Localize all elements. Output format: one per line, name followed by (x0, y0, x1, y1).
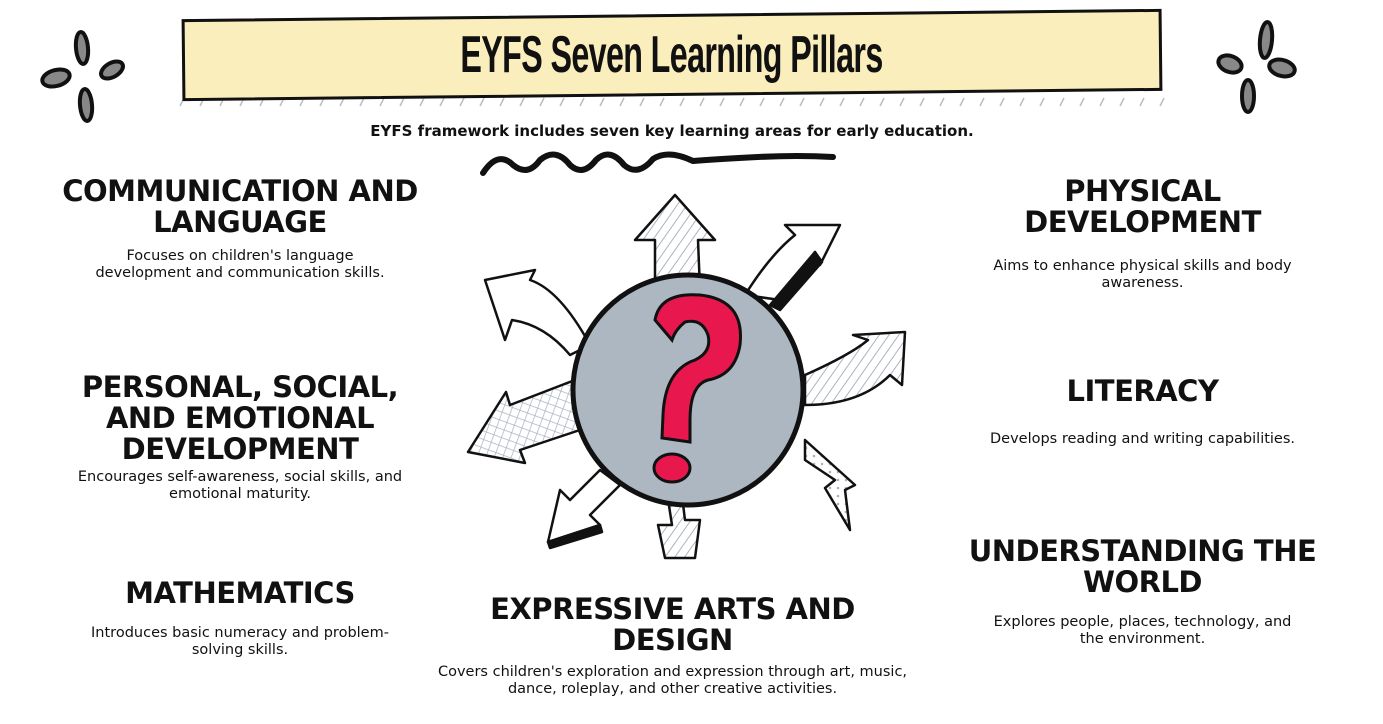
hatch-line (679, 97, 685, 107)
subtitle: EYFS framework includes seven key learni… (370, 122, 974, 140)
hatch-line (699, 97, 705, 107)
hatch-line (499, 97, 505, 107)
pillar-title-literacy: Literacy (1066, 374, 1219, 408)
hatch-line (459, 97, 465, 107)
hatch-line (619, 97, 625, 107)
hatch-line (739, 97, 745, 107)
hatch-line (519, 97, 525, 107)
hatch-line (979, 97, 985, 107)
page-title-container: EYFS Seven Learning Pillars (182, 14, 1162, 96)
pillar-desc-literacy: Develops reading and writing capabilitie… (989, 431, 1296, 447)
hatch-line (419, 97, 425, 107)
hatch-line (579, 97, 585, 107)
pillar-expressive-arts: Expressive Arts and Design Covers childr… (430, 594, 915, 698)
pillar-physical: Physical Development Aims to enhance phy… (945, 176, 1340, 292)
hatch-line (1119, 97, 1125, 107)
hatch-line (779, 97, 785, 107)
pillar-desc-communication: Focuses on children's language developme… (95, 248, 385, 281)
pillar-understanding-world: Understanding the World Explores people,… (945, 536, 1340, 648)
hatch-line (959, 97, 965, 107)
hatch-line (719, 97, 725, 107)
pillar-desc-physical: Aims to enhance physical skills and body… (993, 258, 1292, 291)
sparkle-right-icon (1216, 20, 1297, 114)
pillar-title-psed: Personal, Social, and Emotional Developm… (81, 370, 399, 466)
pillar-mathematics: Mathematics Introduces basic numeracy an… (45, 578, 435, 659)
page-title: EYFS Seven Learning Pillars (460, 26, 884, 84)
hatch-line (1159, 97, 1165, 107)
hatch-line (899, 97, 905, 107)
hatch-line (539, 97, 545, 107)
hatch-line (659, 97, 665, 107)
pillar-title-mathematics: Mathematics (125, 576, 355, 610)
hatch-line (599, 97, 605, 107)
hatch-line (1059, 97, 1065, 107)
banner-hatching (179, 97, 1165, 107)
hatch-line (1019, 97, 1025, 107)
pillar-literacy: Literacy Develops reading and writing ca… (945, 376, 1340, 448)
arrow-up-left (483, 268, 592, 357)
question-arrows-diagram (466, 193, 907, 560)
sparkle-left-icon (40, 30, 125, 123)
pillar-desc-psed: Encourages self-awareness, social skills… (77, 469, 403, 502)
squiggle-divider (480, 151, 836, 176)
pillar-desc-expressive-arts: Covers children's exploration and expres… (437, 664, 908, 697)
hatch-line (1099, 97, 1105, 107)
pillar-title-communication: Communication and Language (62, 174, 418, 239)
hatch-line (939, 97, 945, 107)
pillar-desc-understanding-world: Explores people, places, technology, and… (993, 614, 1292, 647)
hatch-line (1039, 97, 1045, 107)
hatch-line (379, 97, 385, 107)
hatch-line (1139, 97, 1145, 107)
hatch-line (819, 97, 825, 107)
hatch-line (639, 97, 645, 107)
pillar-title-understanding-world: Understanding the World (968, 534, 1317, 599)
pillar-title-expressive-arts: Expressive Arts and Design (490, 592, 855, 657)
pillar-desc-mathematics: Introduces basic numeracy and problem-so… (91, 625, 389, 658)
hatch-line (839, 97, 845, 107)
hatch-line (859, 97, 865, 107)
hatch-line (439, 97, 445, 107)
arrow-down-right (803, 438, 857, 532)
hatch-line (359, 97, 365, 107)
pillar-psed: Personal, Social, and Emotional Developm… (45, 372, 435, 503)
pillar-communication: Communication and Language Focuses on ch… (45, 176, 435, 282)
hatch-line (799, 97, 805, 107)
hatch-line (559, 97, 565, 107)
hatch-line (1079, 97, 1085, 107)
hatch-line (919, 97, 925, 107)
pillar-title-physical: Physical Development (1024, 174, 1261, 239)
hatch-line (399, 97, 405, 107)
question-mark-icon (653, 293, 742, 444)
arrow-right (803, 330, 907, 407)
hatch-line (879, 97, 885, 107)
hatch-line (759, 97, 765, 107)
arrow-left (466, 378, 582, 465)
hatch-line (479, 97, 485, 107)
hatch-line (999, 97, 1005, 107)
